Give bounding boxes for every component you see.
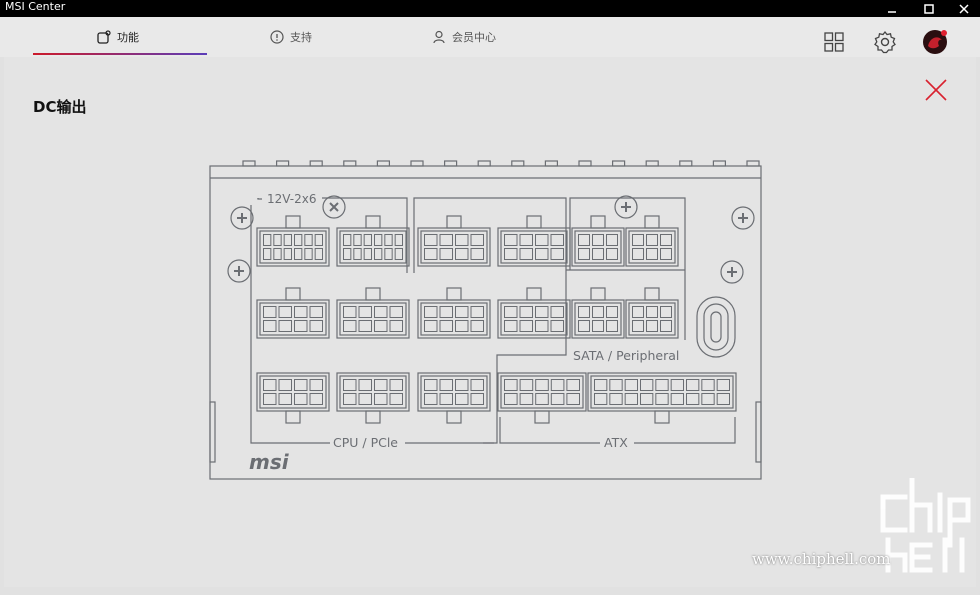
minimize-icon bbox=[888, 10, 896, 13]
minimize-button[interactable] bbox=[882, 0, 902, 17]
label-cpu-pcie: CPU / PCle bbox=[333, 435, 398, 450]
connector-peripheral bbox=[625, 215, 679, 267]
connector-12v-2x6 bbox=[336, 215, 410, 267]
close-icon bbox=[925, 79, 947, 101]
screw-icon bbox=[614, 195, 638, 219]
avatar-icon bbox=[923, 30, 947, 54]
connector-cpu-pcie bbox=[256, 372, 330, 424]
screw-icon bbox=[731, 206, 755, 230]
label-12v-2x6: 12V-2x6 bbox=[267, 192, 316, 206]
group-lines bbox=[250, 197, 736, 444]
close-panel-button[interactable] bbox=[924, 78, 948, 102]
connector-cpu-pcie bbox=[336, 287, 410, 339]
active-tab-indicator bbox=[33, 53, 207, 55]
title-bar: MSI Center bbox=[0, 0, 980, 17]
msi-logo: msi bbox=[249, 450, 290, 474]
tab-support[interactable]: 支持 bbox=[270, 17, 312, 57]
chiphell-watermark-logo bbox=[880, 478, 971, 573]
nav-bar: 功能 支持 会员中心 bbox=[0, 17, 980, 57]
connectors bbox=[256, 215, 737, 424]
connector-peripheral bbox=[571, 215, 625, 267]
window-title: MSI Center bbox=[5, 0, 66, 13]
psu-connector-diagram: 12V-2x6 CPU / PCle SATA / Peripheral ATX… bbox=[209, 160, 762, 480]
connector-12v-2x6 bbox=[256, 215, 330, 267]
close-icon bbox=[959, 3, 969, 14]
support-icon bbox=[270, 30, 284, 44]
connector-cpu-pcie bbox=[256, 287, 330, 339]
connector-pcie bbox=[497, 215, 571, 267]
usb-c-port bbox=[696, 296, 736, 358]
user-avatar[interactable] bbox=[922, 29, 948, 55]
connector-sata bbox=[571, 287, 625, 339]
apps-grid-button[interactable] bbox=[821, 29, 847, 55]
user-icon bbox=[433, 30, 445, 44]
watermark-url: www.chiphell.com bbox=[752, 550, 891, 568]
connector-pcie bbox=[417, 215, 491, 267]
connector-atx bbox=[587, 372, 737, 424]
screw-icon bbox=[322, 195, 346, 219]
tab-member-center[interactable]: 会员中心 bbox=[432, 17, 496, 57]
screw-icon bbox=[720, 260, 744, 284]
connector-cpu-pcie bbox=[417, 372, 491, 424]
tab-features-label: 功能 bbox=[117, 31, 139, 44]
screw-icon bbox=[227, 259, 251, 283]
settings-button[interactable] bbox=[872, 29, 898, 55]
connector-cpu-pcie bbox=[336, 372, 410, 424]
connector-sata bbox=[497, 287, 571, 339]
connector-atx bbox=[497, 372, 587, 424]
psu-outline bbox=[209, 160, 762, 480]
connector-sata bbox=[625, 287, 679, 339]
tab-support-label: 支持 bbox=[290, 31, 312, 44]
tab-member-center-label: 会员中心 bbox=[452, 31, 496, 44]
screw-icon bbox=[230, 206, 254, 230]
tab-features[interactable]: 功能 bbox=[97, 17, 139, 57]
label-sata-peripheral: SATA / Peripheral bbox=[573, 348, 679, 363]
close-window-button[interactable] bbox=[954, 0, 974, 17]
screws bbox=[227, 195, 755, 284]
maximize-icon bbox=[924, 3, 934, 14]
connector-cpu-pcie bbox=[417, 287, 491, 339]
maximize-button[interactable] bbox=[919, 0, 939, 17]
features-icon bbox=[97, 30, 111, 44]
label-atx: ATX bbox=[604, 435, 628, 450]
gear-icon bbox=[874, 30, 896, 54]
grid-icon bbox=[824, 32, 844, 52]
page-title: DC输出 bbox=[33, 98, 87, 116]
